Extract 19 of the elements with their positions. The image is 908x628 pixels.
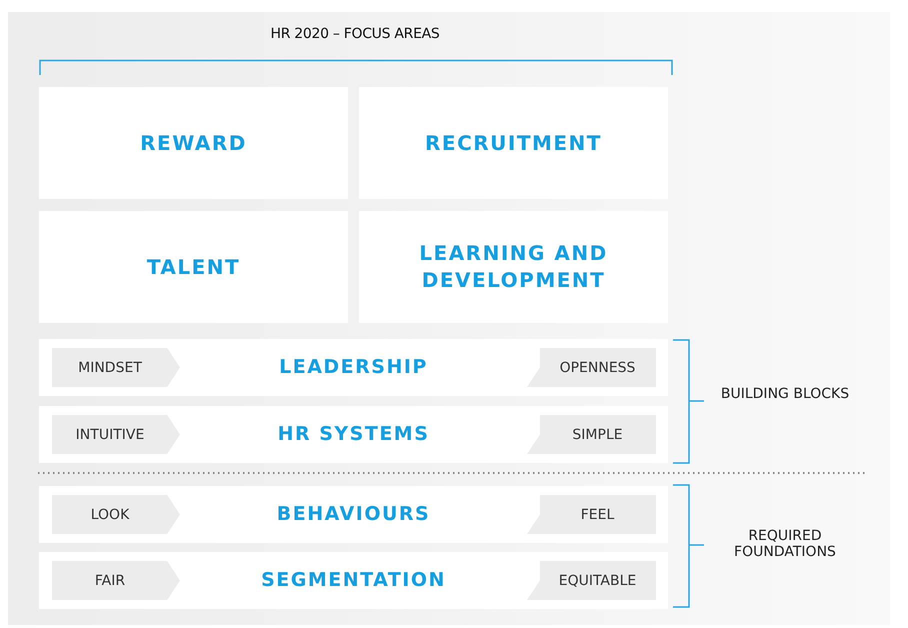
area-heading: REWARD bbox=[140, 130, 247, 156]
diagram-title: HR 2020 – FOCUS AREAS bbox=[270, 26, 440, 42]
area-heading: RECRUITMENT bbox=[425, 130, 602, 156]
area-heading: HR SYSTEMS bbox=[278, 422, 430, 447]
area-heading: TALENT bbox=[146, 254, 240, 280]
chevron-tag: LOOK bbox=[52, 495, 180, 534]
chevron-tag: EQUITABLE bbox=[527, 561, 656, 600]
chevron-tag: MINDSET bbox=[52, 348, 180, 387]
chevron-tag: INTUITIVE bbox=[52, 415, 180, 454]
area-heading: SEGMENTATION bbox=[261, 568, 446, 593]
chevron-tag: SIMPLE bbox=[527, 415, 656, 454]
chevron-tag: FEEL bbox=[527, 495, 656, 534]
area-heading: BEHAVIOURS bbox=[276, 502, 430, 527]
chevron-tag: FAIR bbox=[52, 561, 180, 600]
section-label: BUILDING BLOCKS bbox=[720, 386, 850, 402]
section-label: REQUIRED FOUNDATIONS bbox=[733, 528, 837, 560]
chevron-tag: OPENNESS bbox=[527, 348, 656, 387]
area-heading: LEADERSHIP bbox=[279, 354, 428, 380]
area-heading: LEARNING AND DEVELOPMENT bbox=[418, 240, 609, 294]
